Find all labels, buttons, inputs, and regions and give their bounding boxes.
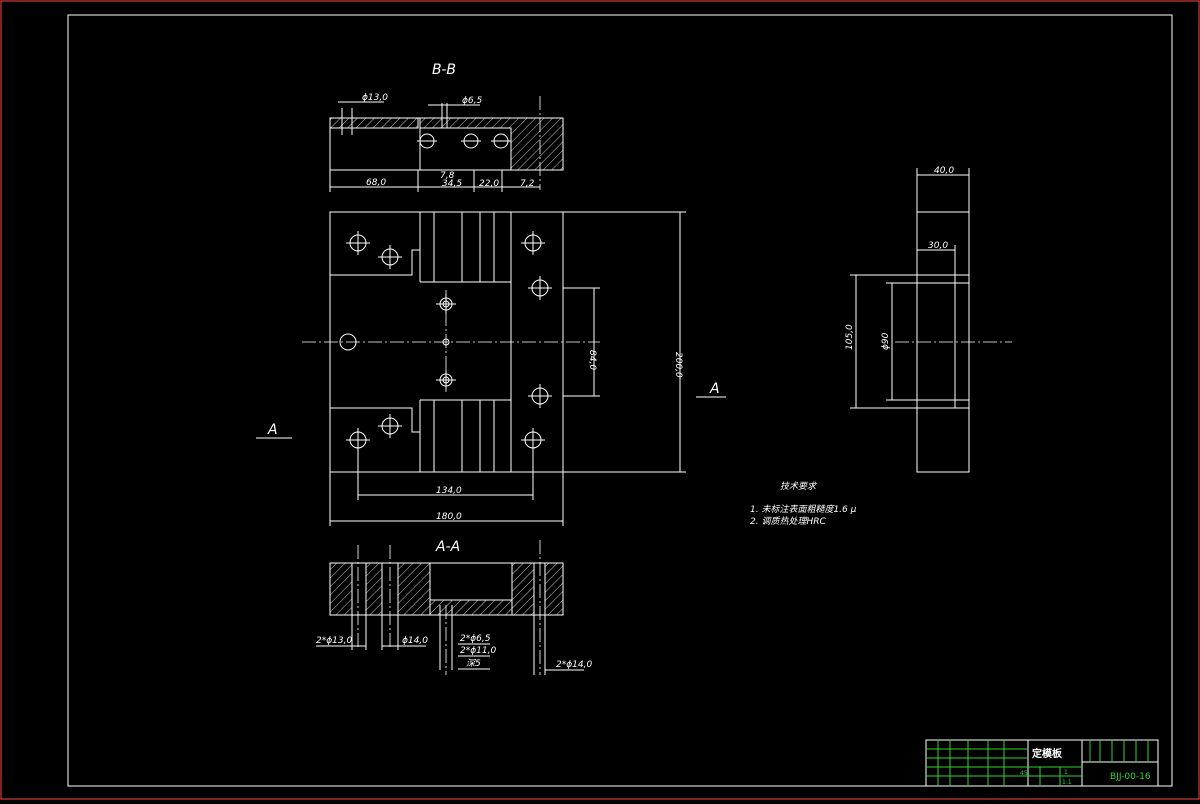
dim-side-105: 105,0: [845, 324, 855, 350]
dim-aa-2x13: 2*ϕ13,0: [316, 636, 352, 646]
dim-side-40: 40,0: [934, 166, 954, 176]
dim-bb-phi6-5: ϕ6,5: [462, 96, 483, 106]
title-material: 45: [1020, 770, 1028, 777]
technical-notes: 技术要求 1. 未标注表面粗糙度1.6 μ 2. 调质热处理HRC: [750, 481, 857, 527]
cut-mark-right: A: [709, 381, 720, 397]
dim-side-phi90: ϕ90: [881, 332, 891, 350]
section-aa-view: A-A 2*ϕ13,0 ϕ14,0 2*ϕ6,5 2*ϕ11,0 深5 2*ϕ1…: [316, 539, 592, 675]
title-part-name: 定模板: [1032, 747, 1063, 760]
dim-front-180: 180,0: [436, 512, 462, 522]
notes-line-2: 2. 调质热处理HRC: [750, 516, 826, 527]
dim-aa-deep5: 深5: [466, 658, 481, 669]
dim-aa-2x14: 2*ϕ14,0: [556, 660, 592, 670]
dim-front-200: 200,0: [673, 352, 683, 378]
section-bb-view: B-B ϕ13,0 ϕ6,5 68,0 7,8 34,5 22,0 7,2: [329, 62, 564, 192]
title-scale: 1:1: [1062, 779, 1072, 786]
inner-frame: [67, 14, 1173, 787]
dim-front-84: 84,0: [587, 350, 597, 370]
section-bb-label: B-B: [432, 62, 456, 78]
title-quantity: 1: [1064, 769, 1068, 776]
front-view: 84,0 200,0 134,0 180,0 A A: [256, 211, 726, 526]
dim-bb-34-5: 34,5: [442, 179, 462, 189]
dim-bb-7-2: 7,2: [520, 179, 535, 189]
notes-heading: 技术要求: [780, 481, 817, 492]
notes-line-1: 1. 未标注表面粗糙度1.6 μ: [750, 504, 857, 515]
dim-bb-7-8: 7,8: [440, 171, 455, 181]
section-aa-label: A-A: [435, 539, 460, 555]
dim-bb-22: 22,0: [479, 179, 499, 189]
dim-side-30: 30,0: [928, 241, 948, 251]
dim-aa-14: ϕ14,0: [402, 636, 428, 646]
dim-aa-2x11: 2*ϕ11,0: [460, 646, 496, 656]
title-block: 定模板 BJJ-00-16 45 1 1:1: [925, 739, 1159, 787]
dim-bb-68: 68,0: [366, 178, 386, 188]
dim-bb-phi13: ϕ13,0: [362, 93, 388, 103]
title-drawing-number: BJJ-00-16: [1110, 772, 1151, 782]
dim-aa-2x6-5: 2*ϕ6,5: [460, 634, 491, 644]
dim-front-134: 134,0: [436, 486, 462, 496]
cut-mark-left: A: [267, 422, 278, 438]
side-view: 40,0 30,0 105,0 ϕ90: [845, 166, 1012, 473]
